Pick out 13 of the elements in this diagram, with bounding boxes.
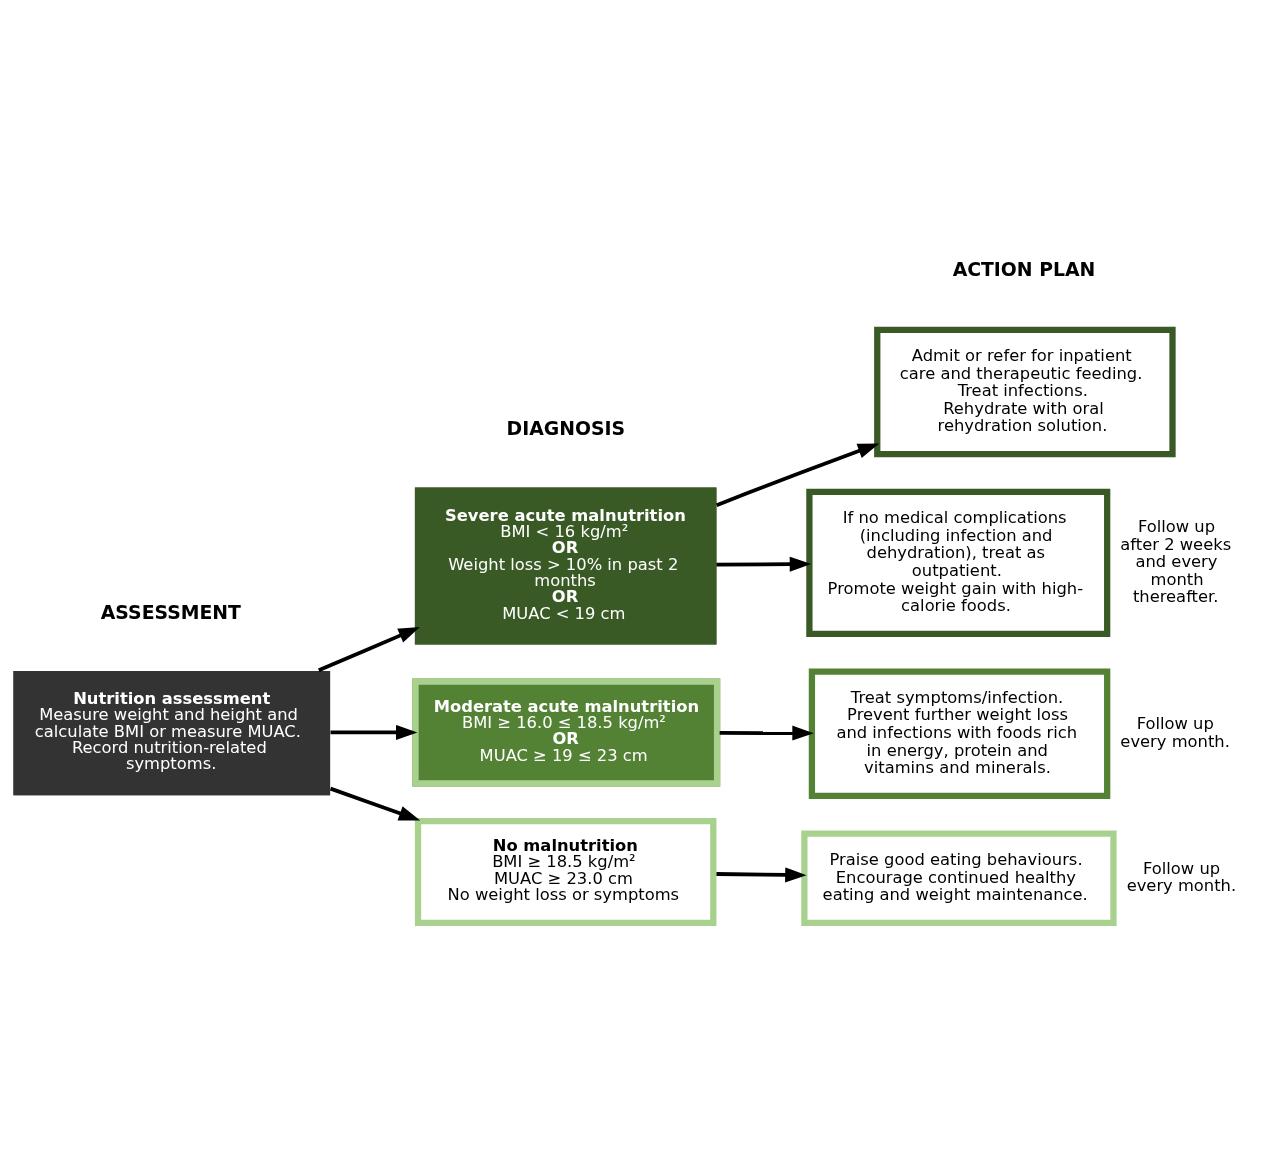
label: ASSESSMENT xyxy=(100,601,241,623)
node-label: Follow up after 2 weeks and every month thereafter. xyxy=(1120,516,1232,607)
arrow xyxy=(318,627,420,672)
arrow xyxy=(716,867,807,883)
arrow xyxy=(716,556,812,572)
arrow xyxy=(329,786,421,821)
arrow xyxy=(330,725,418,740)
node-label: Follow up every month. xyxy=(1120,714,1230,751)
arrow xyxy=(715,443,880,507)
label: DIAGNOSIS xyxy=(506,418,626,440)
node-label: Follow up every month. xyxy=(1126,858,1237,896)
label: ACTION PLAN xyxy=(952,258,1096,280)
arrow xyxy=(719,725,814,741)
